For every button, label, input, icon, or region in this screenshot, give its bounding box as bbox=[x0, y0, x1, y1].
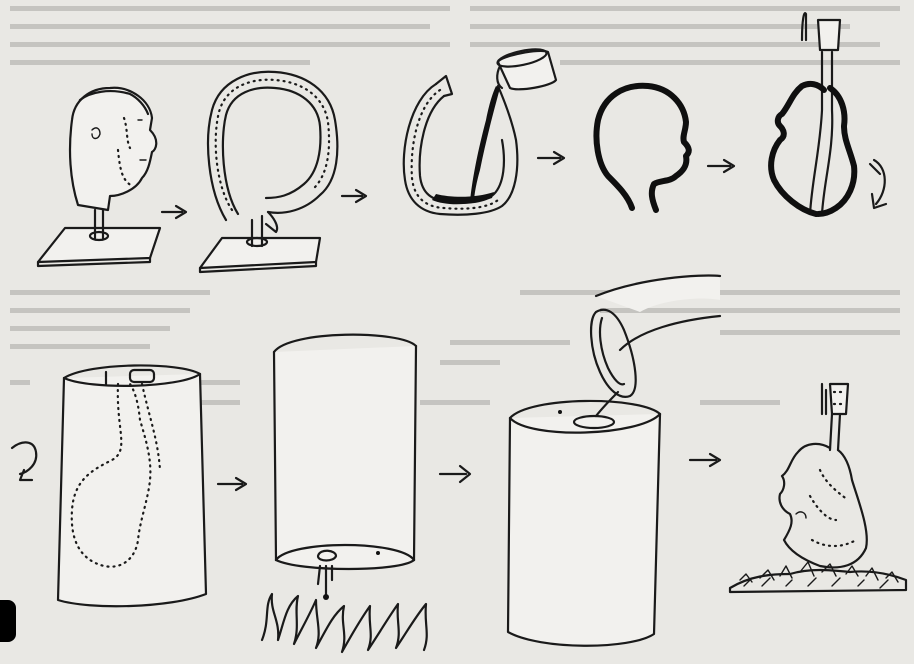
arrow-right-icon bbox=[162, 206, 186, 218]
cast-head-with-sprue-icon bbox=[730, 384, 906, 592]
arrow-right-icon bbox=[538, 152, 564, 164]
pouring-molten-metal-icon bbox=[508, 276, 720, 646]
arrow-right-icon bbox=[440, 466, 470, 482]
pouring-wax-into-mold-icon bbox=[404, 46, 556, 215]
arrow-right-icon bbox=[708, 160, 734, 172]
rotate-arrow-icon bbox=[870, 160, 886, 208]
investment-cylinder-icon bbox=[12, 365, 206, 606]
burnout-over-fire-icon bbox=[262, 335, 427, 652]
arrow-right-icon bbox=[218, 478, 246, 490]
arrow-right-icon bbox=[690, 454, 720, 466]
page-edge-marker bbox=[0, 600, 16, 642]
hollow-wax-head-icon bbox=[596, 86, 688, 210]
wax-head-with-sprue-icon bbox=[771, 13, 854, 214]
head-mold-shell-icon bbox=[200, 72, 337, 272]
head-sculpture-on-stand-icon bbox=[38, 88, 160, 266]
arrow-right-icon bbox=[342, 190, 366, 202]
